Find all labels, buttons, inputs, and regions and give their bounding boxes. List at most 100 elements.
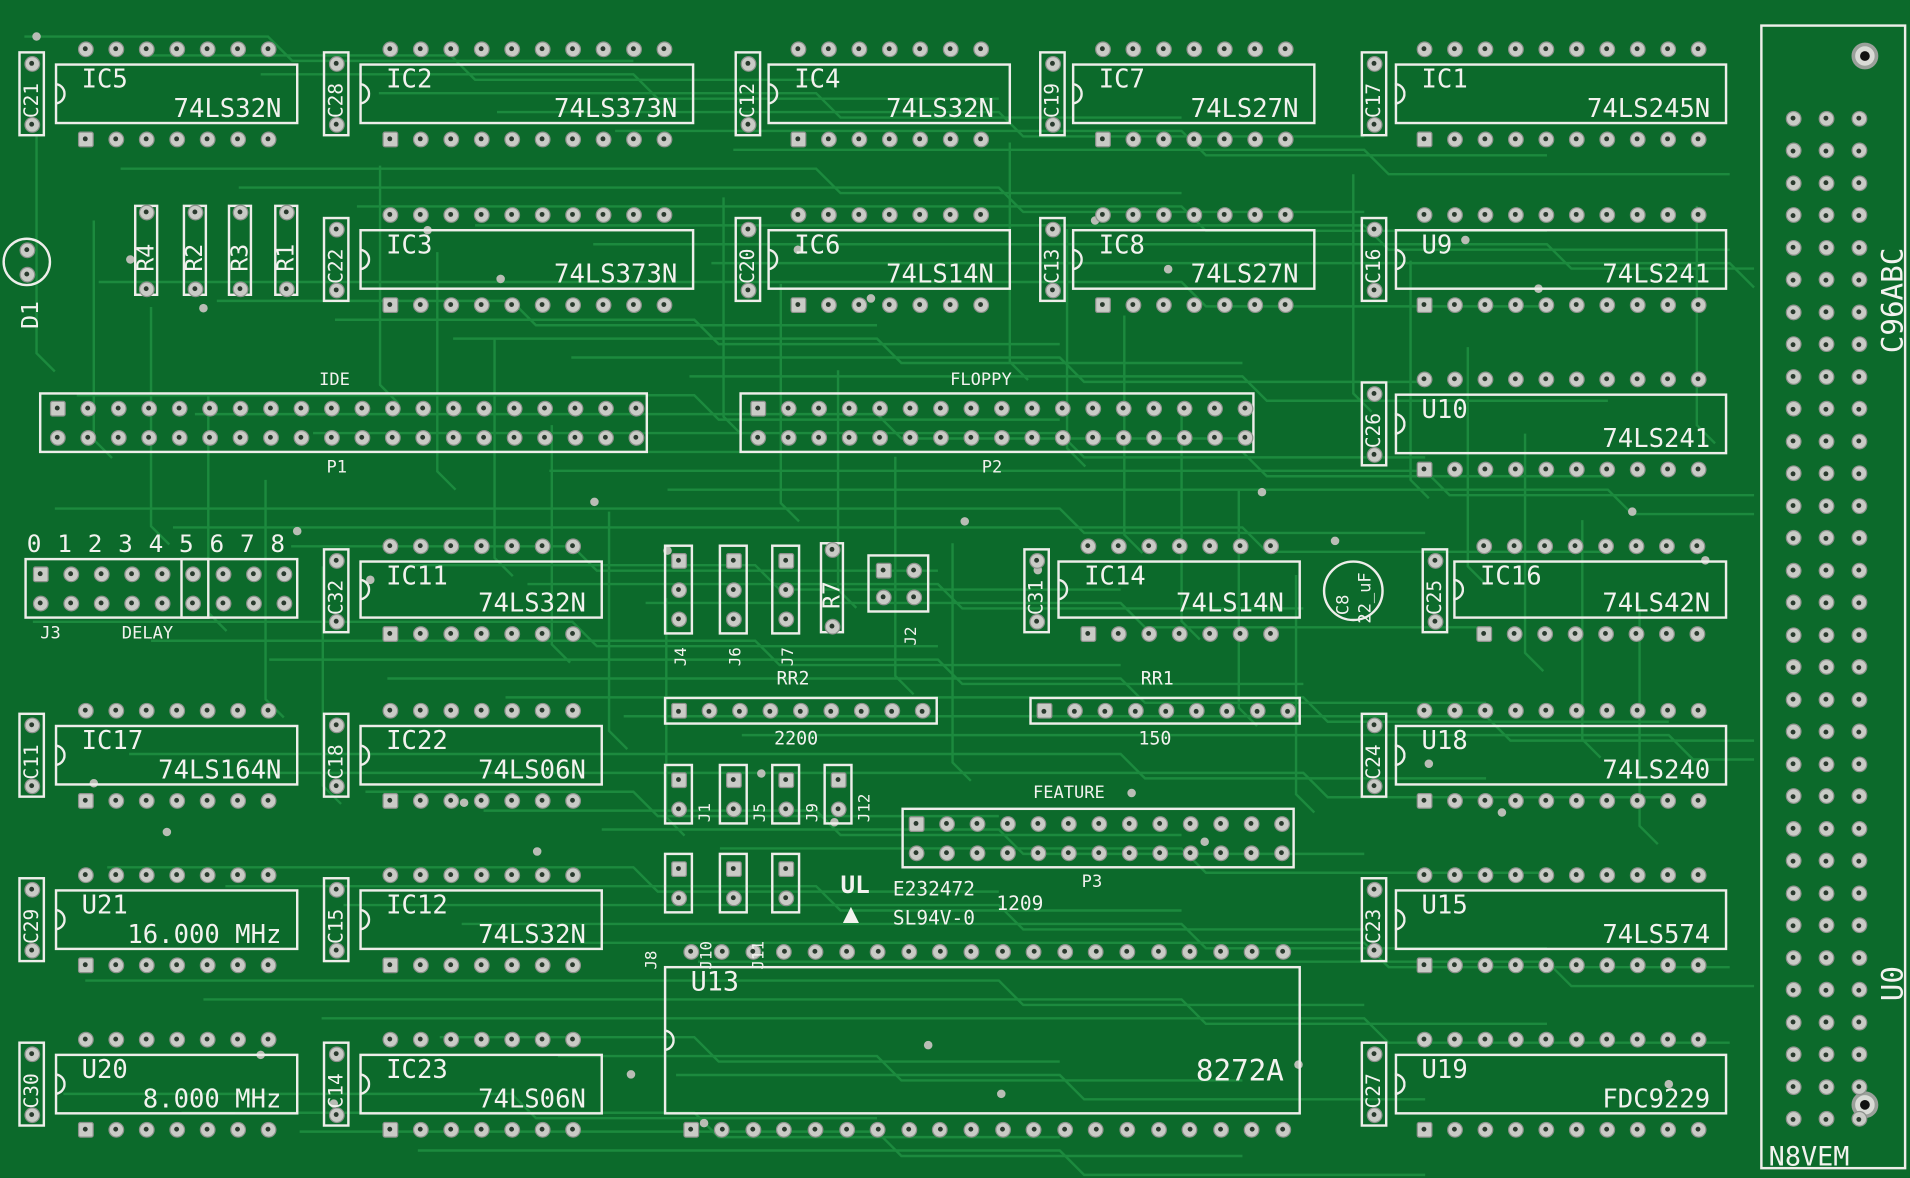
solder-pad [473,537,490,554]
jumper-outline [663,763,694,825]
via [366,575,375,585]
solder-pad [1850,336,1867,353]
solder-pad [154,595,170,611]
solder-pad [1155,130,1172,147]
solder-pad [625,296,642,313]
via [1627,507,1637,516]
solder-pad [1818,723,1834,740]
trace [247,771,1669,799]
solder-pad [1476,702,1493,719]
solder-pad [138,866,155,883]
solder-pad [655,130,672,147]
solder-pad [168,792,185,809]
solder-pad [534,537,550,554]
solder-pad [262,429,279,446]
capacitor-label: C11 [19,744,43,780]
solder-pad [810,400,827,416]
solder-pad [1818,400,1834,417]
solder-pad [1094,206,1111,223]
capacitor-outline [1360,381,1388,467]
solder-pad [107,866,124,883]
solder-pad [1029,844,1046,861]
solder-pad [820,296,837,313]
solder-pad [875,562,892,578]
solder-pad [1232,537,1248,554]
solder-pad [381,625,398,642]
solder-pad [23,1106,40,1123]
solder-pad [932,400,949,416]
capacitor-label: C22 [324,248,348,284]
solder-pad [1818,497,1834,514]
capacitor-outline [734,216,762,303]
solder-pad [1507,296,1524,313]
jumper-divider [180,557,210,619]
trace [365,790,999,818]
jumper-label: J4 [672,647,691,667]
solder-pad [1212,943,1229,960]
solder-pad [77,792,94,809]
solder-pad [595,206,611,223]
solder-pad [1818,981,1834,998]
solder-pad [1537,702,1554,719]
ic-part-number: FDC9229 [1602,1084,1711,1114]
ic-part-number: 74LS42N [1602,588,1711,618]
ic-reference: IC14 [1084,561,1146,591]
solder-pad [1690,296,1706,313]
solder-pad [328,221,345,237]
ic-part-number: 16.000_MHz [127,919,282,949]
solder-pad [850,130,867,147]
solder-pad [77,956,94,973]
solder-pad [1212,815,1229,832]
solder-pad [503,866,520,883]
solder-pad [199,956,215,973]
solder-pad [1079,625,1096,642]
solder-pad [1506,537,1523,554]
solder-pad [1598,461,1615,477]
solder-pad [911,296,928,313]
solder-pad [1044,221,1061,237]
solder-pad [1416,866,1432,883]
solder-pad [1151,815,1168,832]
resistor-label: R3 [226,243,254,272]
solder-pad [260,956,276,973]
header-outline [38,392,649,454]
capacitor-outline [322,51,350,137]
solder-pad [1171,537,1188,554]
solder-pad [260,130,276,147]
solder-pad [850,40,867,57]
solder-pad [1416,461,1432,477]
solder-pad [506,429,522,446]
solder-pad [1598,370,1615,387]
solder-pad [245,595,262,611]
solder-pad [1850,433,1867,449]
solder-pad [77,40,94,57]
solder-pad [963,1121,980,1138]
solder-pad [1275,1121,1292,1138]
solder-pad [168,40,185,57]
solder-pad [1054,400,1071,416]
capacitor-label: C13 [1040,248,1064,284]
solder-pad [412,866,429,883]
solder-pad [739,281,756,298]
solder-pad [972,206,989,223]
capacitor-outline [1360,877,1388,963]
solder-pad [1066,702,1083,719]
solder-pad [1084,400,1101,416]
solder-pad [328,552,345,569]
solder-pad [1598,792,1615,809]
solder-pad [1124,130,1141,147]
jumper-label: J7 [779,647,798,667]
solder-pad [1236,429,1253,446]
trace [172,526,1608,554]
solder-pad [140,429,157,446]
solder-pad [384,429,401,446]
solder-pad [199,866,215,883]
solder-pad [1659,130,1676,147]
resistor-label: R7 [818,581,846,610]
trace [260,73,999,100]
ic-reference: IC12 [386,890,448,920]
solder-pad [564,206,581,223]
via [757,769,766,778]
solder-pad [123,595,140,611]
solder-pad [49,400,66,416]
